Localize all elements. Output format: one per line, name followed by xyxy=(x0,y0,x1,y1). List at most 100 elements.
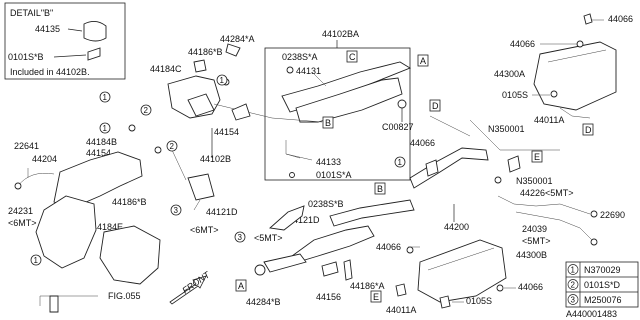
rear-muffler-b-shape xyxy=(417,239,507,303)
legend-part-2: 0101S*D xyxy=(584,280,621,290)
label-24231: 24231 xyxy=(8,206,33,216)
label-6mt-mid: <6MT> xyxy=(190,225,219,235)
svg-text:B: B xyxy=(377,184,383,194)
svg-text:1: 1 xyxy=(103,93,108,102)
label-44121d-b: 44121D xyxy=(288,215,320,225)
svg-text:2: 2 xyxy=(144,106,149,115)
label-44066-top1: 44066 xyxy=(608,14,633,24)
svg-text:1: 1 xyxy=(398,158,403,167)
rear-muffler-a-shape xyxy=(533,41,617,111)
label-44184b: 44184B xyxy=(86,137,117,147)
label-5mt-right: <5MT> xyxy=(522,236,551,246)
legend-num-1: 1 xyxy=(571,266,576,275)
label-44186-a: 44186*A xyxy=(350,281,385,291)
label-22641: 22641 xyxy=(14,141,39,151)
tag-b-right: B xyxy=(374,182,386,195)
svg-text:FRONT: FRONT xyxy=(180,269,212,296)
diagram-code: A440001483 xyxy=(566,309,617,319)
label-5mt-mid: <5MT> xyxy=(254,233,283,243)
center-pipe-shape xyxy=(409,147,489,189)
label-44186-b-left: 44186*B xyxy=(112,197,147,207)
callout-1-bottom-left: 1 xyxy=(30,254,42,266)
detail-part-44135: 44135 xyxy=(35,24,60,34)
svg-text:3: 3 xyxy=(238,233,243,242)
label-22690: 22690 xyxy=(600,210,625,220)
label-44154-left: 44154 xyxy=(86,148,111,158)
legend-part-1: N370029 xyxy=(584,265,621,275)
label-44204: 44204 xyxy=(32,154,57,164)
label-6mt-left: <6MT> xyxy=(8,218,37,228)
detail-part-0101s-b: 0101S*B xyxy=(8,52,44,62)
callout-3-mid: 3 xyxy=(234,231,246,243)
callout-3-left: 3 xyxy=(170,204,182,216)
label-44102b: 44102B xyxy=(200,154,231,164)
label-0105s-top: 0105S xyxy=(502,90,528,100)
tag-c-top: C xyxy=(346,50,358,63)
svg-text:1: 1 xyxy=(34,256,39,265)
manifold-left-shape xyxy=(35,195,97,269)
svg-text:B: B xyxy=(325,118,331,128)
cat-converter-detail-box: 44102BA 0238S*A 44131 44133 0101S*A xyxy=(264,29,412,181)
label-44066-mid: 44066 xyxy=(410,138,435,148)
tag-a-bottom: A xyxy=(235,279,247,292)
detail-title: DETAIL"B" xyxy=(10,8,53,18)
label-44133: 44133 xyxy=(316,157,341,167)
legend-num-3: 3 xyxy=(571,296,576,305)
callout-2-mid: 2 xyxy=(166,140,178,152)
label-fig055: FIG.055 xyxy=(108,291,141,301)
label-44066-top2: 44066 xyxy=(510,39,535,49)
tag-d-top: D xyxy=(429,99,441,112)
catalytic-converter-shape xyxy=(295,77,403,123)
label-44200: 44200 xyxy=(444,222,469,232)
svg-text:D: D xyxy=(432,101,439,111)
svg-text:1: 1 xyxy=(103,124,108,133)
label-n350001-mid: N350001 xyxy=(516,176,553,186)
tag-e-mid: E xyxy=(531,150,543,163)
label-44011a-low: 44011A xyxy=(386,305,416,315)
callout-1-right-mid: 1 xyxy=(394,156,406,168)
label-24039: 24039 xyxy=(522,224,547,234)
label-44186-b-top: 44186*B xyxy=(188,47,223,57)
label-0238s-a-top: 0238S*A xyxy=(282,52,318,62)
label-44154-top: 44154 xyxy=(214,127,239,137)
label-44156: 44156 xyxy=(316,292,341,302)
svg-text:2: 2 xyxy=(170,142,175,151)
label-0101s-a: 0101S*A xyxy=(316,170,352,180)
manifold-right-shape xyxy=(99,225,161,285)
label-44284-a: 44284*A xyxy=(220,34,255,44)
tag-d-right: D xyxy=(582,123,594,136)
detail-b-box: DETAIL"B" 44135 0101S*B Included in 4410… xyxy=(4,2,126,80)
callout-1-upper-right: 1 xyxy=(216,74,228,86)
gasket-44135-shape xyxy=(83,21,107,42)
label-c00827: C00827 xyxy=(382,122,414,132)
svg-text:E: E xyxy=(534,152,540,162)
legend-part-3: M250076 xyxy=(584,295,622,305)
svg-text:1: 1 xyxy=(220,76,225,85)
svg-text:C: C xyxy=(349,52,356,62)
svg-text:3: 3 xyxy=(174,206,179,215)
callout-1-left-mid: 1 xyxy=(99,122,111,134)
callout-legend: 1 N370029 2 0101S*D 3 M250076 xyxy=(565,261,639,308)
svg-text:D: D xyxy=(585,125,592,135)
svg-text:A: A xyxy=(420,56,426,66)
label-44184e: 44184E xyxy=(92,222,123,232)
label-44011a-top: 44011A xyxy=(534,115,564,125)
tag-b-mid: B xyxy=(322,116,334,129)
label-44102ba: 44102BA xyxy=(322,29,359,39)
center-muffler-shape xyxy=(291,225,375,263)
callout-2-left: 2 xyxy=(140,104,152,116)
tag-a-top: A xyxy=(417,54,429,67)
label-44066-low2: 44066 xyxy=(518,282,543,292)
svg-text:A: A xyxy=(238,281,244,291)
label-44066-low: 44066 xyxy=(376,242,401,252)
label-0105s-low: 0105S xyxy=(466,296,492,306)
legend-num-2: 2 xyxy=(571,281,576,290)
label-44121d-a: 44121D xyxy=(206,207,238,217)
front-arrow: FRONT xyxy=(169,269,213,305)
callout-1-left-top: 1 xyxy=(99,91,111,103)
label-n350001-top: N350001 xyxy=(488,124,525,134)
svg-text:E: E xyxy=(373,292,379,302)
label-44226: 44226<5MT> xyxy=(520,188,574,198)
label-44300a: 44300A xyxy=(494,69,525,79)
